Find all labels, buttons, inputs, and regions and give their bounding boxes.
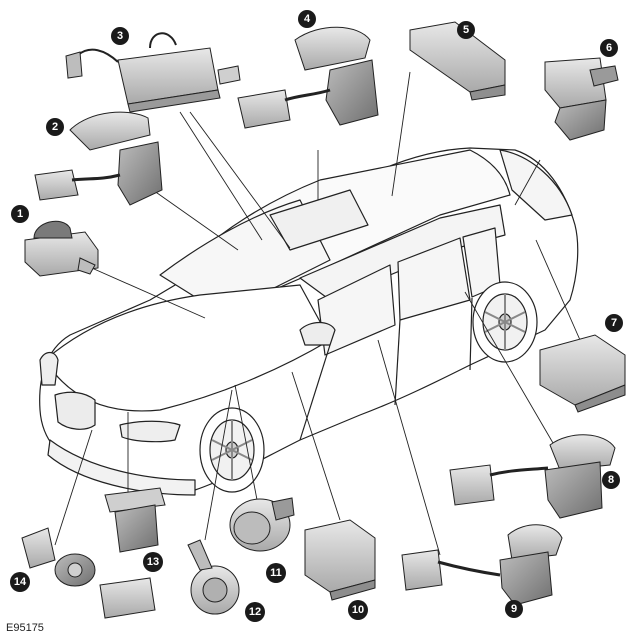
callout-11-label: 11: [270, 567, 282, 579]
component-6-latch: [544, 57, 619, 141]
callout-3: 3: [111, 27, 129, 45]
component-11-siren: [229, 497, 295, 552]
component-14-horn: [21, 527, 96, 587]
component-9-door-latch: [401, 524, 563, 606]
callout-10-label: 10: [352, 604, 364, 616]
callout-12: 12: [245, 602, 265, 622]
component-13-bracket: [99, 487, 166, 619]
callout-9: 9: [505, 600, 523, 618]
callouts: 1 2 3 4 5 6 7 8 9 10 11 12 13 14: [10, 10, 623, 622]
callout-13: 13: [143, 552, 163, 572]
component-4-column-module: [237, 26, 379, 129]
callout-7-label: 7: [611, 317, 617, 329]
callout-7: 7: [605, 314, 623, 332]
callout-6-label: 6: [606, 42, 612, 54]
callout-3-label: 3: [117, 30, 123, 42]
component-8-door-latch: [449, 434, 616, 519]
callout-8: 8: [602, 471, 620, 489]
callout-13-label: 13: [147, 556, 159, 568]
callout-11: 11: [266, 563, 286, 583]
callout-1: 1: [11, 205, 29, 223]
callout-6: 6: [600, 39, 618, 57]
callout-4: 4: [298, 10, 316, 28]
callout-1-label: 1: [17, 208, 23, 220]
callout-14: 14: [10, 572, 30, 592]
leader-lines: [54, 71, 581, 556]
callout-5: 5: [457, 21, 475, 39]
callout-2-label: 2: [52, 121, 58, 133]
callout-4-label: 4: [304, 13, 311, 25]
callout-10: 10: [348, 600, 368, 620]
callout-8-label: 8: [608, 474, 614, 486]
callout-5-label: 5: [463, 24, 469, 36]
callout-12-label: 12: [249, 606, 261, 618]
figure-reference: E95175: [6, 622, 44, 634]
component-3-control-unit: [65, 32, 241, 113]
callout-9-label: 9: [511, 603, 517, 615]
component-10-control-box: [304, 519, 376, 601]
component-5-roof-module: [409, 21, 506, 101]
component-7-module: [539, 334, 626, 413]
car-outline: [39, 147, 579, 496]
callout-14-label: 14: [14, 576, 27, 588]
component-12-horn: [187, 539, 240, 615]
component-1-sensor: [24, 220, 99, 277]
callout-2: 2: [46, 118, 64, 136]
component-2-module: [34, 111, 163, 206]
front-wheel: [199, 407, 265, 493]
rear-wheel: [472, 281, 538, 363]
